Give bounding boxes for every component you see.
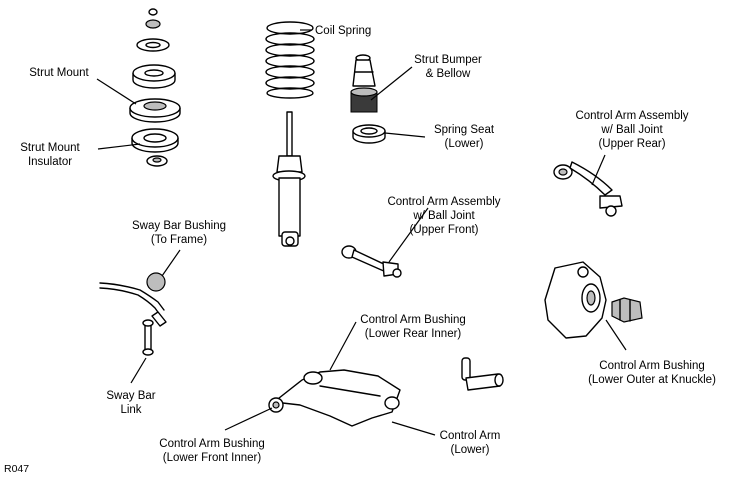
strut-shock — [272, 111, 306, 247]
label-control-arm-bushing-lower-outer: Control Arm Bushing (Lower Outer at Knuc… — [588, 360, 716, 386]
label-strut-mount-insulator: Strut Mount Insulator — [20, 142, 80, 168]
strut-mount-stack — [129, 8, 181, 167]
label-control-arm-upper-front: Control Arm Assembly w/ Ball Joint (Uppe… — [387, 196, 501, 236]
upper-rear-control-arm — [553, 161, 623, 217]
coil-spring — [265, 21, 315, 99]
label-control-arm-lower: Control Arm (Lower) — [439, 430, 501, 456]
lower-outer-bushing — [461, 357, 504, 391]
label-sway-bar-link: Sway Bar Link — [106, 390, 156, 416]
upper-front-control-arm — [341, 245, 402, 278]
label-control-arm-bushing-lower-rear-inner: Control Arm Bushing (Lower Rear Inner) — [360, 314, 466, 340]
label-control-arm-bushing-lower-front-inner: Control Arm Bushing (Lower Front Inner) — [159, 438, 265, 464]
sway-bar — [99, 272, 167, 356]
label-spring-seat: Spring Seat (Lower) — [433, 124, 495, 150]
label-strut-mount: Strut Mount — [29, 67, 89, 79]
leader-lines — [96, 29, 627, 436]
lower-control-arm — [268, 369, 401, 427]
figure-code: R047 — [4, 463, 30, 475]
label-coil-spring: Coil Spring — [315, 25, 372, 37]
knuckle-bushing-boot — [611, 297, 643, 323]
label-control-arm-upper-rear: Control Arm Assembly w/ Ball Joint (Uppe… — [575, 110, 689, 150]
label-sway-bar-bushing: Sway Bar Bushing (To Frame) — [132, 220, 226, 246]
steering-knuckle — [544, 261, 607, 339]
spring-seat — [352, 124, 386, 144]
label-strut-bumper: Strut Bumper & Bellow — [414, 54, 482, 80]
strut-bumper — [350, 54, 378, 113]
